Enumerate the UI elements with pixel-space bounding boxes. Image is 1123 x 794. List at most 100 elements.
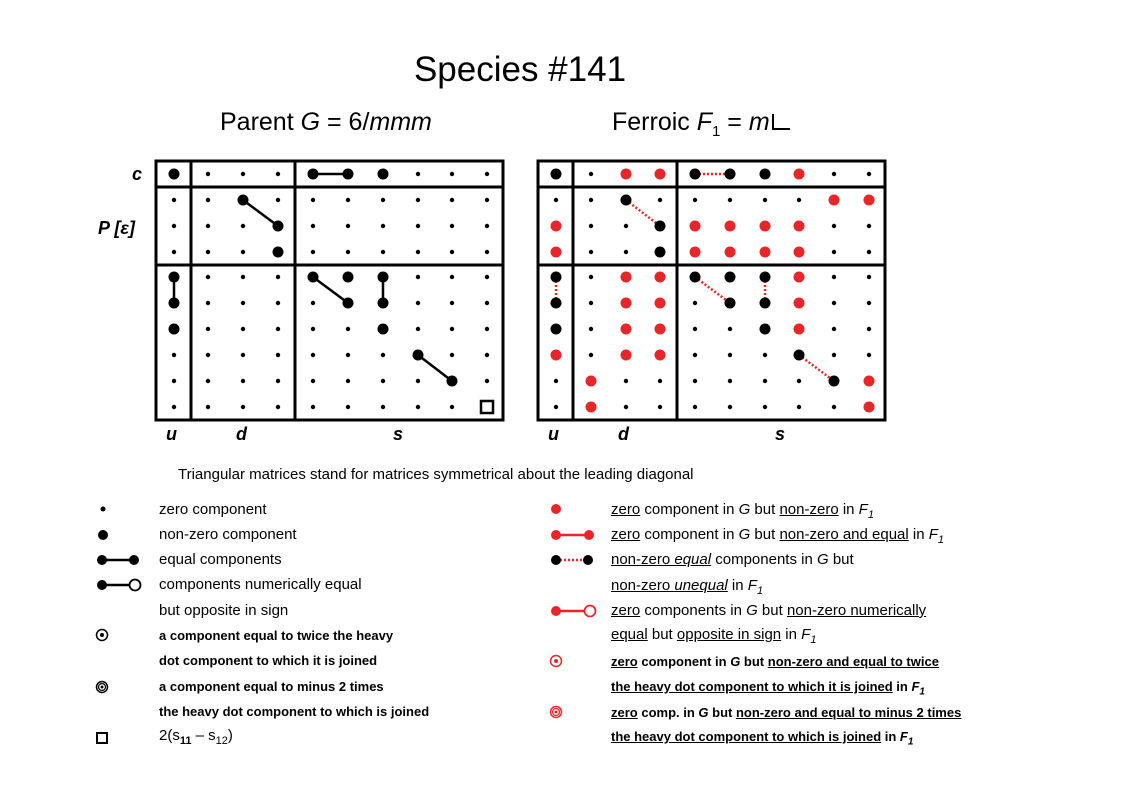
zero-dot xyxy=(831,404,837,410)
component-dot xyxy=(724,271,736,283)
zero-dot xyxy=(553,404,559,410)
zero-dot xyxy=(866,249,872,255)
component-dot xyxy=(689,271,701,283)
legend-red-opposite-link: zero components in G but non-zero numeri… xyxy=(611,602,927,619)
component-dot xyxy=(793,220,805,232)
zero-dot xyxy=(205,249,211,255)
zero-dot xyxy=(831,300,837,306)
zero-dot xyxy=(310,352,316,358)
legend-red-equal-link: zero component in G but non-zero and equ… xyxy=(611,526,945,546)
zero-dot xyxy=(275,300,281,306)
zero-dot xyxy=(692,378,698,384)
equal-link xyxy=(312,275,349,305)
legend-minus-two: a component equal to minus 2 times xyxy=(159,679,384,694)
zero-dot xyxy=(205,171,211,177)
component-dot xyxy=(793,349,805,361)
zero-dot xyxy=(727,326,733,332)
component-dot xyxy=(550,246,562,258)
component-dot xyxy=(168,271,180,283)
zero-dot xyxy=(240,378,246,384)
legend-red-twice: zero component in G but non-zero and equ… xyxy=(611,654,939,669)
zero-dot xyxy=(449,300,455,306)
big-dot-icon xyxy=(98,530,108,540)
red-twice-dot-icon xyxy=(549,654,563,668)
col-label-d-ferroic: d xyxy=(618,424,629,444)
zero-dot xyxy=(415,197,421,203)
zero-dot xyxy=(380,249,386,255)
zero-dot xyxy=(275,197,281,203)
zero-dot xyxy=(588,223,594,229)
zero-dot xyxy=(171,404,177,410)
zero-dot xyxy=(449,274,455,280)
component-dot xyxy=(689,168,701,180)
zero-dot xyxy=(762,352,768,358)
component-dot xyxy=(654,246,666,258)
zero-dot xyxy=(415,274,421,280)
zero-dot xyxy=(275,404,281,410)
component-dot xyxy=(550,220,562,232)
zero-dot xyxy=(449,171,455,177)
minus-two-dot-icon xyxy=(95,680,109,694)
component-dot xyxy=(377,168,389,180)
square-mark xyxy=(479,399,495,415)
zero-dot xyxy=(415,300,421,306)
ferroic-mirror-symbol xyxy=(771,114,790,130)
component-dot xyxy=(759,297,771,309)
zero-dot xyxy=(240,404,246,410)
zero-dot xyxy=(171,378,177,384)
col-label-d-parent: d xyxy=(236,424,247,444)
zero-dot xyxy=(866,171,872,177)
zero-dot xyxy=(205,274,211,280)
zero-dot xyxy=(692,326,698,332)
zero-dot xyxy=(345,249,351,255)
zero-dot xyxy=(553,197,559,203)
component-dot xyxy=(863,375,875,387)
component-dot xyxy=(620,271,632,283)
legend-twice-2: dot component to which it is joined xyxy=(159,653,378,668)
legend-equal-components: equal components xyxy=(159,551,282,568)
legend-minus-two-2: the heavy dot component to which is join… xyxy=(159,704,430,719)
legend-twice: a component equal to twice the heavy xyxy=(159,628,394,643)
equal-link xyxy=(417,354,453,382)
component-dot xyxy=(724,168,736,180)
component-dot xyxy=(377,323,389,335)
component-dot xyxy=(168,297,180,309)
legend-red-minus-two-2: the heavy dot component to which is join… xyxy=(611,729,914,748)
zero-dot xyxy=(449,326,455,332)
zero-dot xyxy=(484,249,490,255)
zero-dot xyxy=(240,223,246,229)
zero-dot xyxy=(762,404,768,410)
component-dot xyxy=(689,220,701,232)
component-dot xyxy=(828,194,840,206)
col-label-u-ferroic: u xyxy=(548,424,559,444)
zero-dot xyxy=(415,249,421,255)
legend-left-icons xyxy=(95,506,142,744)
legend-nonzero-component: non-zero component xyxy=(159,526,297,543)
legend-zero-component: zero component xyxy=(159,501,267,518)
component-dot xyxy=(342,297,354,309)
col-label-s-ferroic: s xyxy=(775,424,786,444)
zero-dot xyxy=(484,378,490,384)
component-dot xyxy=(654,349,666,361)
zero-dot xyxy=(275,352,281,358)
component-dot xyxy=(272,220,284,232)
component-dot xyxy=(620,194,632,206)
component-dot xyxy=(342,271,354,283)
zero-dot xyxy=(484,326,490,332)
component-dot xyxy=(724,297,736,309)
component-dot xyxy=(759,246,771,258)
zero-dot xyxy=(831,171,837,177)
zero-dot xyxy=(588,352,594,358)
zero-dot xyxy=(588,249,594,255)
zero-dot xyxy=(657,378,663,384)
component-dot xyxy=(654,220,666,232)
zero-dot xyxy=(275,378,281,384)
zero-dot xyxy=(310,378,316,384)
component-dot xyxy=(863,194,875,206)
page-title: Species #141 xyxy=(413,50,627,89)
zero-dot xyxy=(727,352,733,358)
zero-dot xyxy=(449,404,455,410)
zero-dot xyxy=(623,378,629,384)
zero-dot xyxy=(692,300,698,306)
